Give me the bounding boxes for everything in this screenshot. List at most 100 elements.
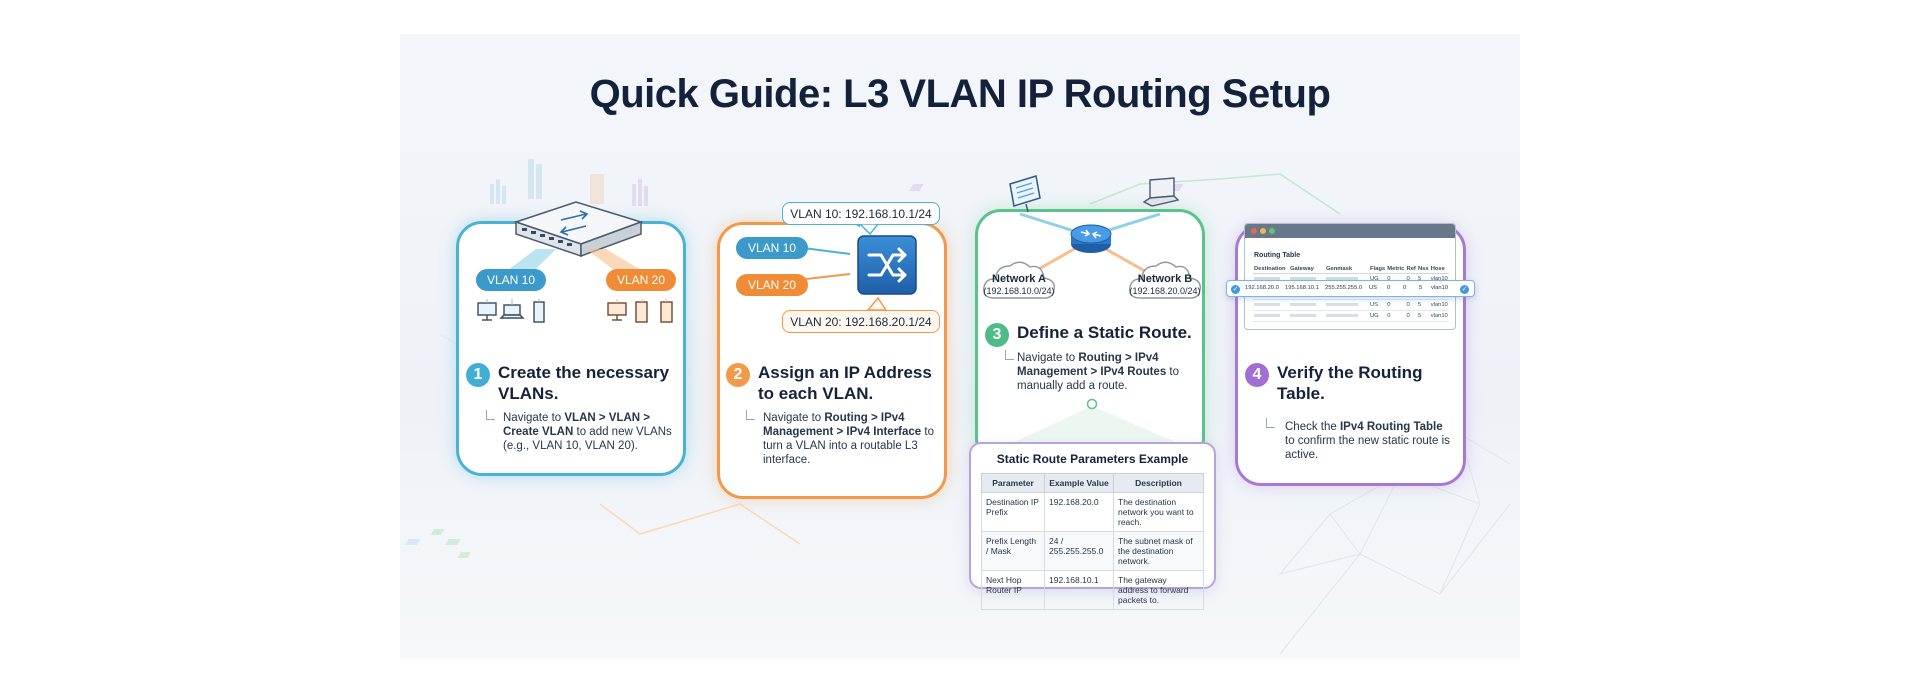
routing-header-cell: Metric <box>1386 265 1406 274</box>
monitor-icon <box>1009 175 1041 213</box>
step4-menu-path: IPv4 Routing Table <box>1339 421 1443 433</box>
network-b-label: Network B (192.168.20.0/24) <box>1128 273 1202 297</box>
step1-menu-path: VLAN > VLAN > Create VLAN <box>503 412 651 438</box>
network-a-cloud-icon <box>983 261 1055 299</box>
table-cell: 0 <box>1405 310 1417 322</box>
route-metric: 0 <box>1387 285 1391 291</box>
computer-icon <box>477 299 545 323</box>
step4-arrow-icon <box>1266 418 1275 428</box>
table-cell: US <box>1369 299 1387 311</box>
routing-header-cell: Gateway <box>1289 265 1325 274</box>
routing-header-cell: Flags <box>1369 265 1387 274</box>
minimize-dot-icon <box>1260 228 1266 234</box>
route-use: 5 <box>1419 285 1423 291</box>
step3-description: Navigate to Routing > IPv4 Management > … <box>1017 352 1180 392</box>
l3-switch-icon <box>857 235 917 295</box>
params-header-cell: Parameter <box>981 473 1045 493</box>
step4-title: Verify the Routing Table. <box>1277 363 1423 403</box>
static-route-params-panel: Static Route Parameters Example Paramete… <box>969 442 1216 610</box>
step2-vlan10-callout: VLAN 10: 192.168.10.1/24 <box>782 202 940 225</box>
params-header-cell: Description <box>1113 473 1204 493</box>
table-cell: 0 <box>1405 299 1417 311</box>
routing-table-window: Routing Table Destination Gateway Genmas… <box>1244 223 1456 330</box>
step1-title: Create the necessary VLANs. <box>498 363 670 403</box>
switch-icon <box>513 201 644 258</box>
params-header-cell: Example Value <box>1044 473 1114 493</box>
table-row: US 0 0 5 vlan10 <box>1253 299 1449 311</box>
step2-vlan20-callout: VLAN 20: 192.168.20.1/24 <box>782 310 940 333</box>
server-icon <box>607 299 673 323</box>
network-b-name: Network B <box>1137 273 1193 285</box>
params-title: Static Route Parameters Example <box>996 452 1189 466</box>
window-titlebar <box>1245 224 1455 238</box>
step3-arrow-icon <box>1005 350 1014 360</box>
table-cell: 192.168.10.1 <box>1044 570 1114 610</box>
routing-header-row: Destination Gateway Genmask Flags Metric… <box>1253 265 1449 274</box>
table-cell: 5 <box>1416 310 1430 322</box>
route-flags: US <box>1369 285 1378 291</box>
table-row: Next Hop Router IP 192.168.10.1 The gate… <box>981 570 1204 610</box>
network-a-label: Network A (192.168.10.0/24) <box>982 273 1056 297</box>
infographic-canvas: Quick Guide: L3 VLAN IP Routing Setup VL… <box>400 34 1520 659</box>
check-icon: ✓ <box>1231 285 1240 294</box>
step4-heading: 4 Verify the Routing Table. <box>1245 362 1455 404</box>
table-row: Destination IP Prefix 192.168.20.0 The d… <box>981 492 1204 532</box>
table-cell: 5 <box>1416 299 1430 311</box>
step3-heading: 3 Define a Static Route. <box>985 322 1200 347</box>
step2-vlan20-tag: VLAN 20 <box>736 274 808 296</box>
table-cell: 192.168.20.0 <box>1044 492 1114 532</box>
table-cell: The destination network you want to reac… <box>1113 492 1204 532</box>
step2-vlan10-tag: VLAN 10 <box>736 237 808 259</box>
table-cell: vlan10 <box>1429 310 1449 322</box>
check-icon: ✓ <box>1460 285 1469 294</box>
table-cell: Prefix Length / Mask <box>981 531 1045 571</box>
routing-header-cell: Nsx <box>1416 265 1430 274</box>
step2-menu-path: Routing > IPv4 Management > IPv4 Interfa… <box>763 412 922 438</box>
routing-header-cell: Destination <box>1253 265 1289 274</box>
laptop-icon <box>1142 177 1180 207</box>
step2-heading: 2 Assign an IP Address to each VLAN. <box>726 362 941 404</box>
table-row: UG 0 0 5 vlan10 <box>1253 310 1449 322</box>
step1-vlan20-tag: VLAN 20 <box>606 269 676 291</box>
step1-heading: 1 Create the necessary VLANs. <box>466 362 676 404</box>
table-cell: Next Hop Router IP <box>981 570 1045 610</box>
table-cell: vlan10 <box>1429 299 1449 311</box>
network-b-cloud-icon <box>1129 261 1201 299</box>
network-a-name: Network A <box>992 273 1046 285</box>
close-dot-icon <box>1251 228 1257 234</box>
table-cell: The gateway address to forward packets t… <box>1113 570 1204 610</box>
step1-arrow-icon <box>486 410 495 420</box>
step2-description: Navigate to Routing > IPv4 Management > … <box>763 412 934 466</box>
routing-table-caption: Routing Table <box>1254 252 1301 259</box>
page-title: Quick Guide: L3 VLAN IP Routing Setup <box>589 72 1331 116</box>
panel-connector <box>1010 398 1180 444</box>
route-destination: 192.168.20.0 <box>1245 285 1279 291</box>
network-b-subnet: (192.168.20.0/24) <box>1129 286 1201 296</box>
params-table: Parameter Example Value Description Dest… <box>981 473 1204 610</box>
step4-number: 4 <box>1245 363 1269 387</box>
table-cell: 0 <box>1386 299 1406 311</box>
table-row: Prefix Length / Mask 24 / 255.255.255.0 … <box>981 531 1204 571</box>
routing-header-cell: Hose <box>1429 265 1449 274</box>
step1-description: Navigate to VLAN > VLAN > Create VLAN to… <box>503 412 672 452</box>
table-cell: The subnet mask of the destination netwo… <box>1113 531 1204 571</box>
step2-arrow-icon <box>746 410 755 420</box>
table-cell: UG <box>1369 310 1387 322</box>
route-iface: vlan10 <box>1431 285 1449 291</box>
step1-vlan10-tag: VLAN 10 <box>476 269 546 291</box>
table-cell: Destination IP Prefix <box>981 492 1045 532</box>
maximize-dot-icon <box>1269 228 1275 234</box>
route-gateway: 195.168.10.1 <box>1285 285 1319 291</box>
step2-number: 2 <box>726 363 750 387</box>
table-cell: 0 <box>1386 310 1406 322</box>
table-cell: 24 / 255.255.255.0 <box>1044 531 1114 571</box>
step3-number: 3 <box>985 323 1009 347</box>
step3-title: Define a Static Route. <box>1017 323 1192 342</box>
step3-menu-path: Routing > IPv4 Management > IPv4 Routes <box>1017 352 1167 378</box>
callout-pointers <box>858 224 888 311</box>
network-a-subnet: (192.168.10.0/24) <box>983 286 1055 296</box>
step4-description: Check the IPv4 Routing Table to confirm … <box>1285 421 1450 461</box>
step1-number: 1 <box>466 363 490 387</box>
router-icon <box>1070 224 1112 253</box>
route-ref: 0 <box>1403 285 1407 291</box>
